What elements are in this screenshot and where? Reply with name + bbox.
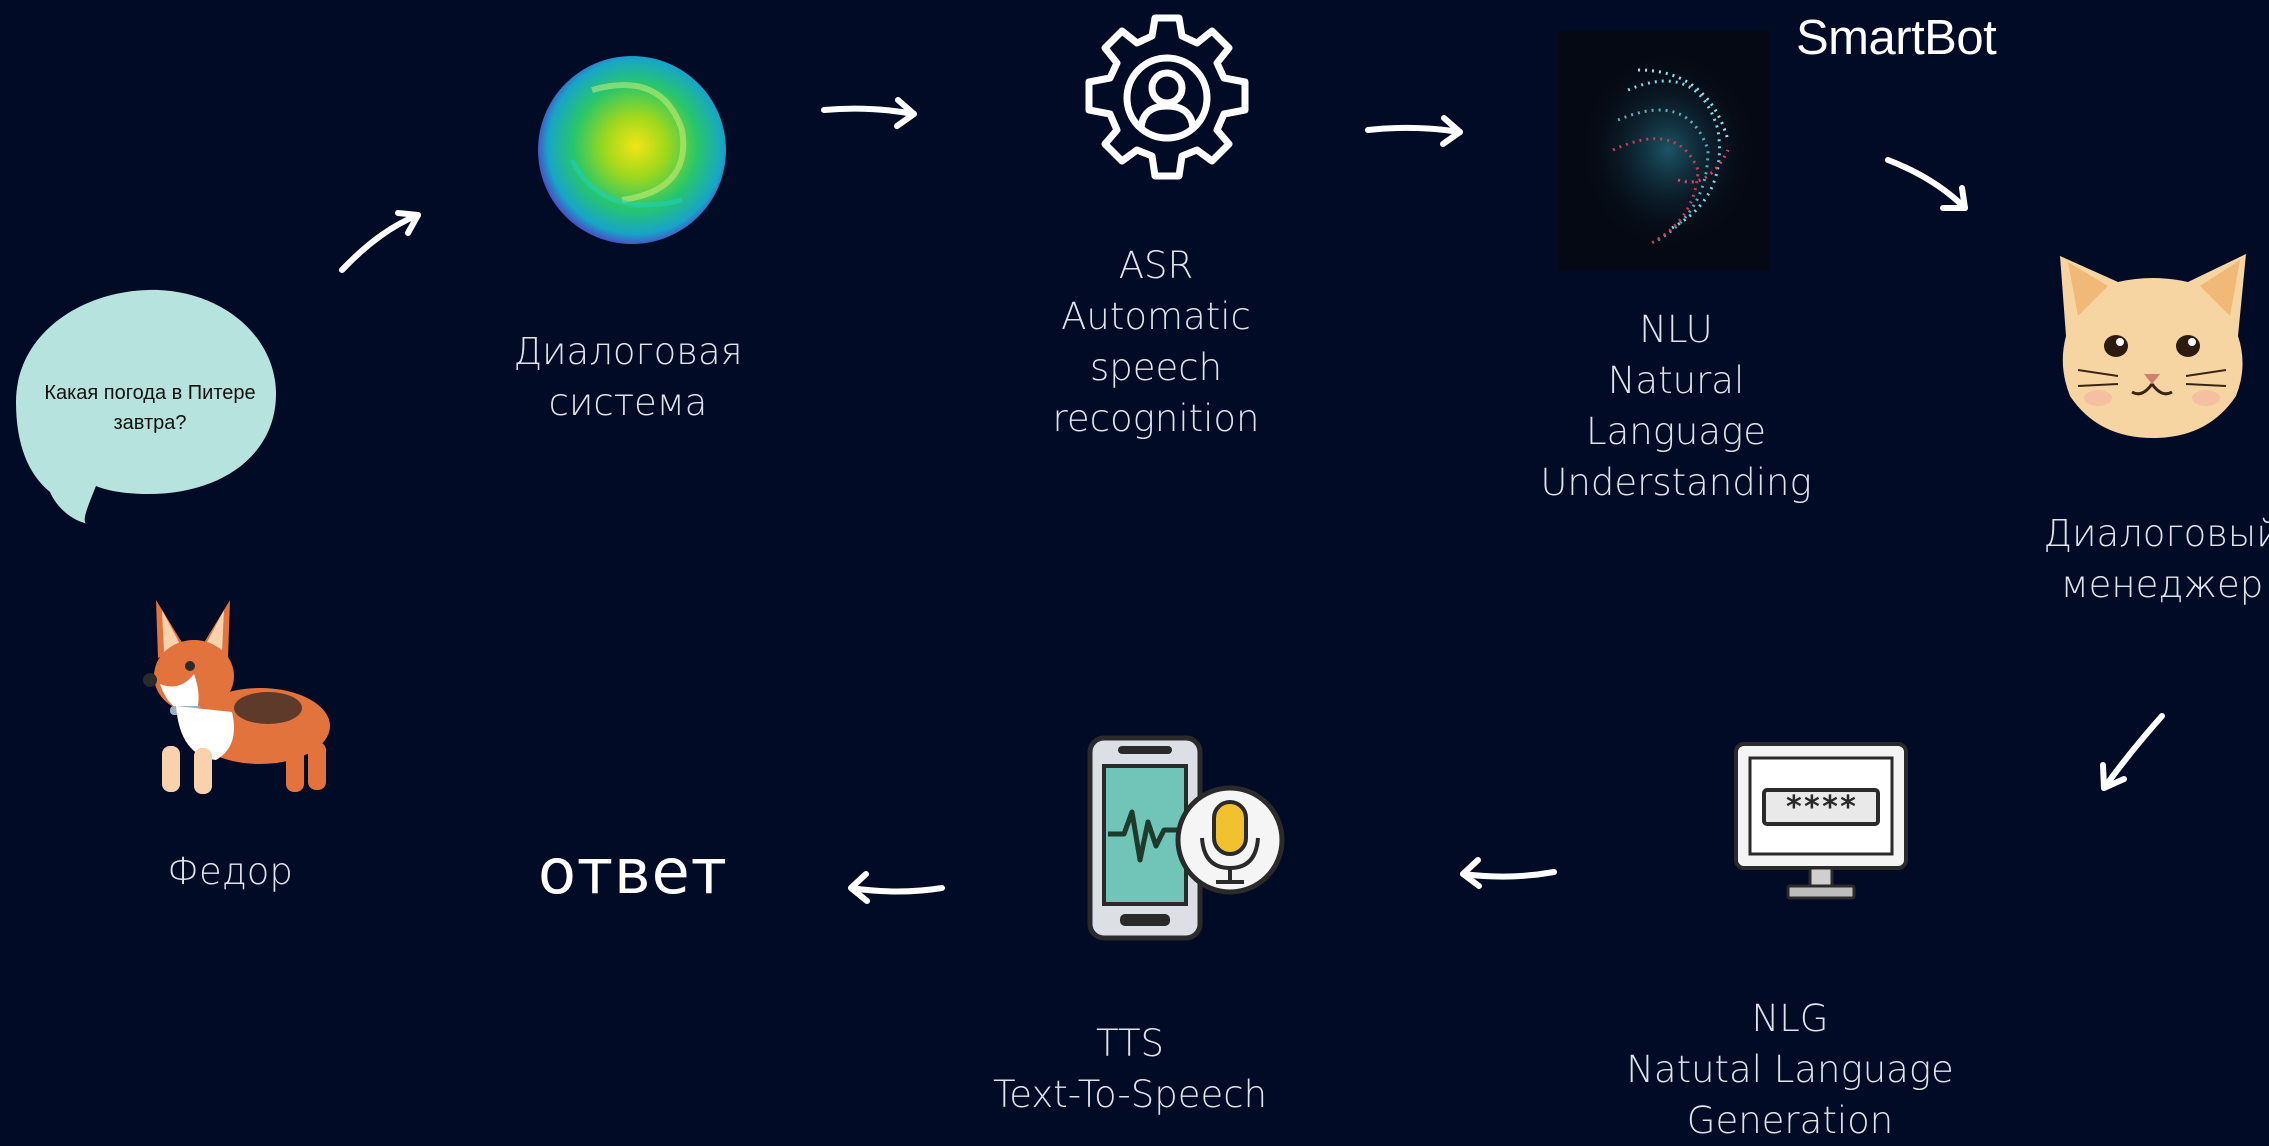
- speech-bubble-icon: [16, 289, 276, 524]
- arrow-system-to-asr-icon: [821, 97, 917, 129]
- label-line: Диалоговый: [2043, 512, 2269, 555]
- arrow-user-to-system-icon: [339, 210, 421, 273]
- cat-face-icon: [2060, 254, 2246, 438]
- label-line: система: [548, 381, 708, 424]
- label-tts: TTS Text-To-Speech: [993, 1018, 1267, 1120]
- label-line: recognition: [1052, 397, 1260, 440]
- arrow-manager-to-nlg-icon: [2100, 713, 2165, 791]
- arrow-tts-to-answer-icon: [848, 871, 945, 904]
- label-line: Федор: [167, 850, 293, 893]
- arrow-nlu-to-manager-icon: [1885, 157, 1968, 211]
- label-nlg: NLG Natutal Language Generation: [1626, 993, 1954, 1146]
- label-line: Text-To-Speech: [992, 1073, 1268, 1116]
- phone-microphone-icon: [1087, 735, 1285, 941]
- label-line: NLG: [1751, 997, 1829, 1040]
- label-nlu: NLU Natural Language Understanding: [1540, 304, 1811, 508]
- label-line: ASR: [1118, 244, 1194, 287]
- label-user: Федор: [167, 846, 293, 897]
- neural-head-icon: [1558, 30, 1770, 270]
- label-line: Диалоговая: [513, 330, 743, 373]
- label-line: Understanding: [1540, 461, 1812, 504]
- password-mask-text: ****: [1785, 790, 1857, 825]
- arrow-nlg-to-tts-icon: [1460, 857, 1557, 889]
- brand-title: SmartBot: [1796, 11, 1997, 65]
- label-dialog-system: Диалоговая система: [513, 326, 742, 428]
- label-line: NLU: [1639, 308, 1713, 351]
- corgi-icon: [143, 600, 330, 794]
- label-line: Generation: [1686, 1099, 1894, 1142]
- label-line: Natutal Language: [1626, 1048, 1954, 1091]
- answer-text: ответ: [538, 835, 728, 908]
- label-asr: ASR Automatic speech recognition: [1053, 240, 1260, 444]
- gear-user-icon: [1085, 14, 1249, 180]
- speech-bubble-text: Какая погода в Питере завтра?: [44, 382, 256, 434]
- label-dialog-manager: Диалоговый менеджер: [2043, 508, 2269, 610]
- label-line: TTS: [1095, 1022, 1165, 1065]
- label-line: speech: [1089, 346, 1223, 389]
- arrow-asr-to-nlu-icon: [1365, 115, 1463, 147]
- label-line: Language: [1585, 410, 1767, 453]
- label-line: менеджер: [2060, 563, 2264, 606]
- monitor-password-icon: ****: [1734, 742, 1908, 900]
- gradient-orb-icon: [538, 56, 726, 244]
- label-line: Natural: [1607, 359, 1745, 402]
- label-line: Automatic: [1061, 295, 1251, 338]
